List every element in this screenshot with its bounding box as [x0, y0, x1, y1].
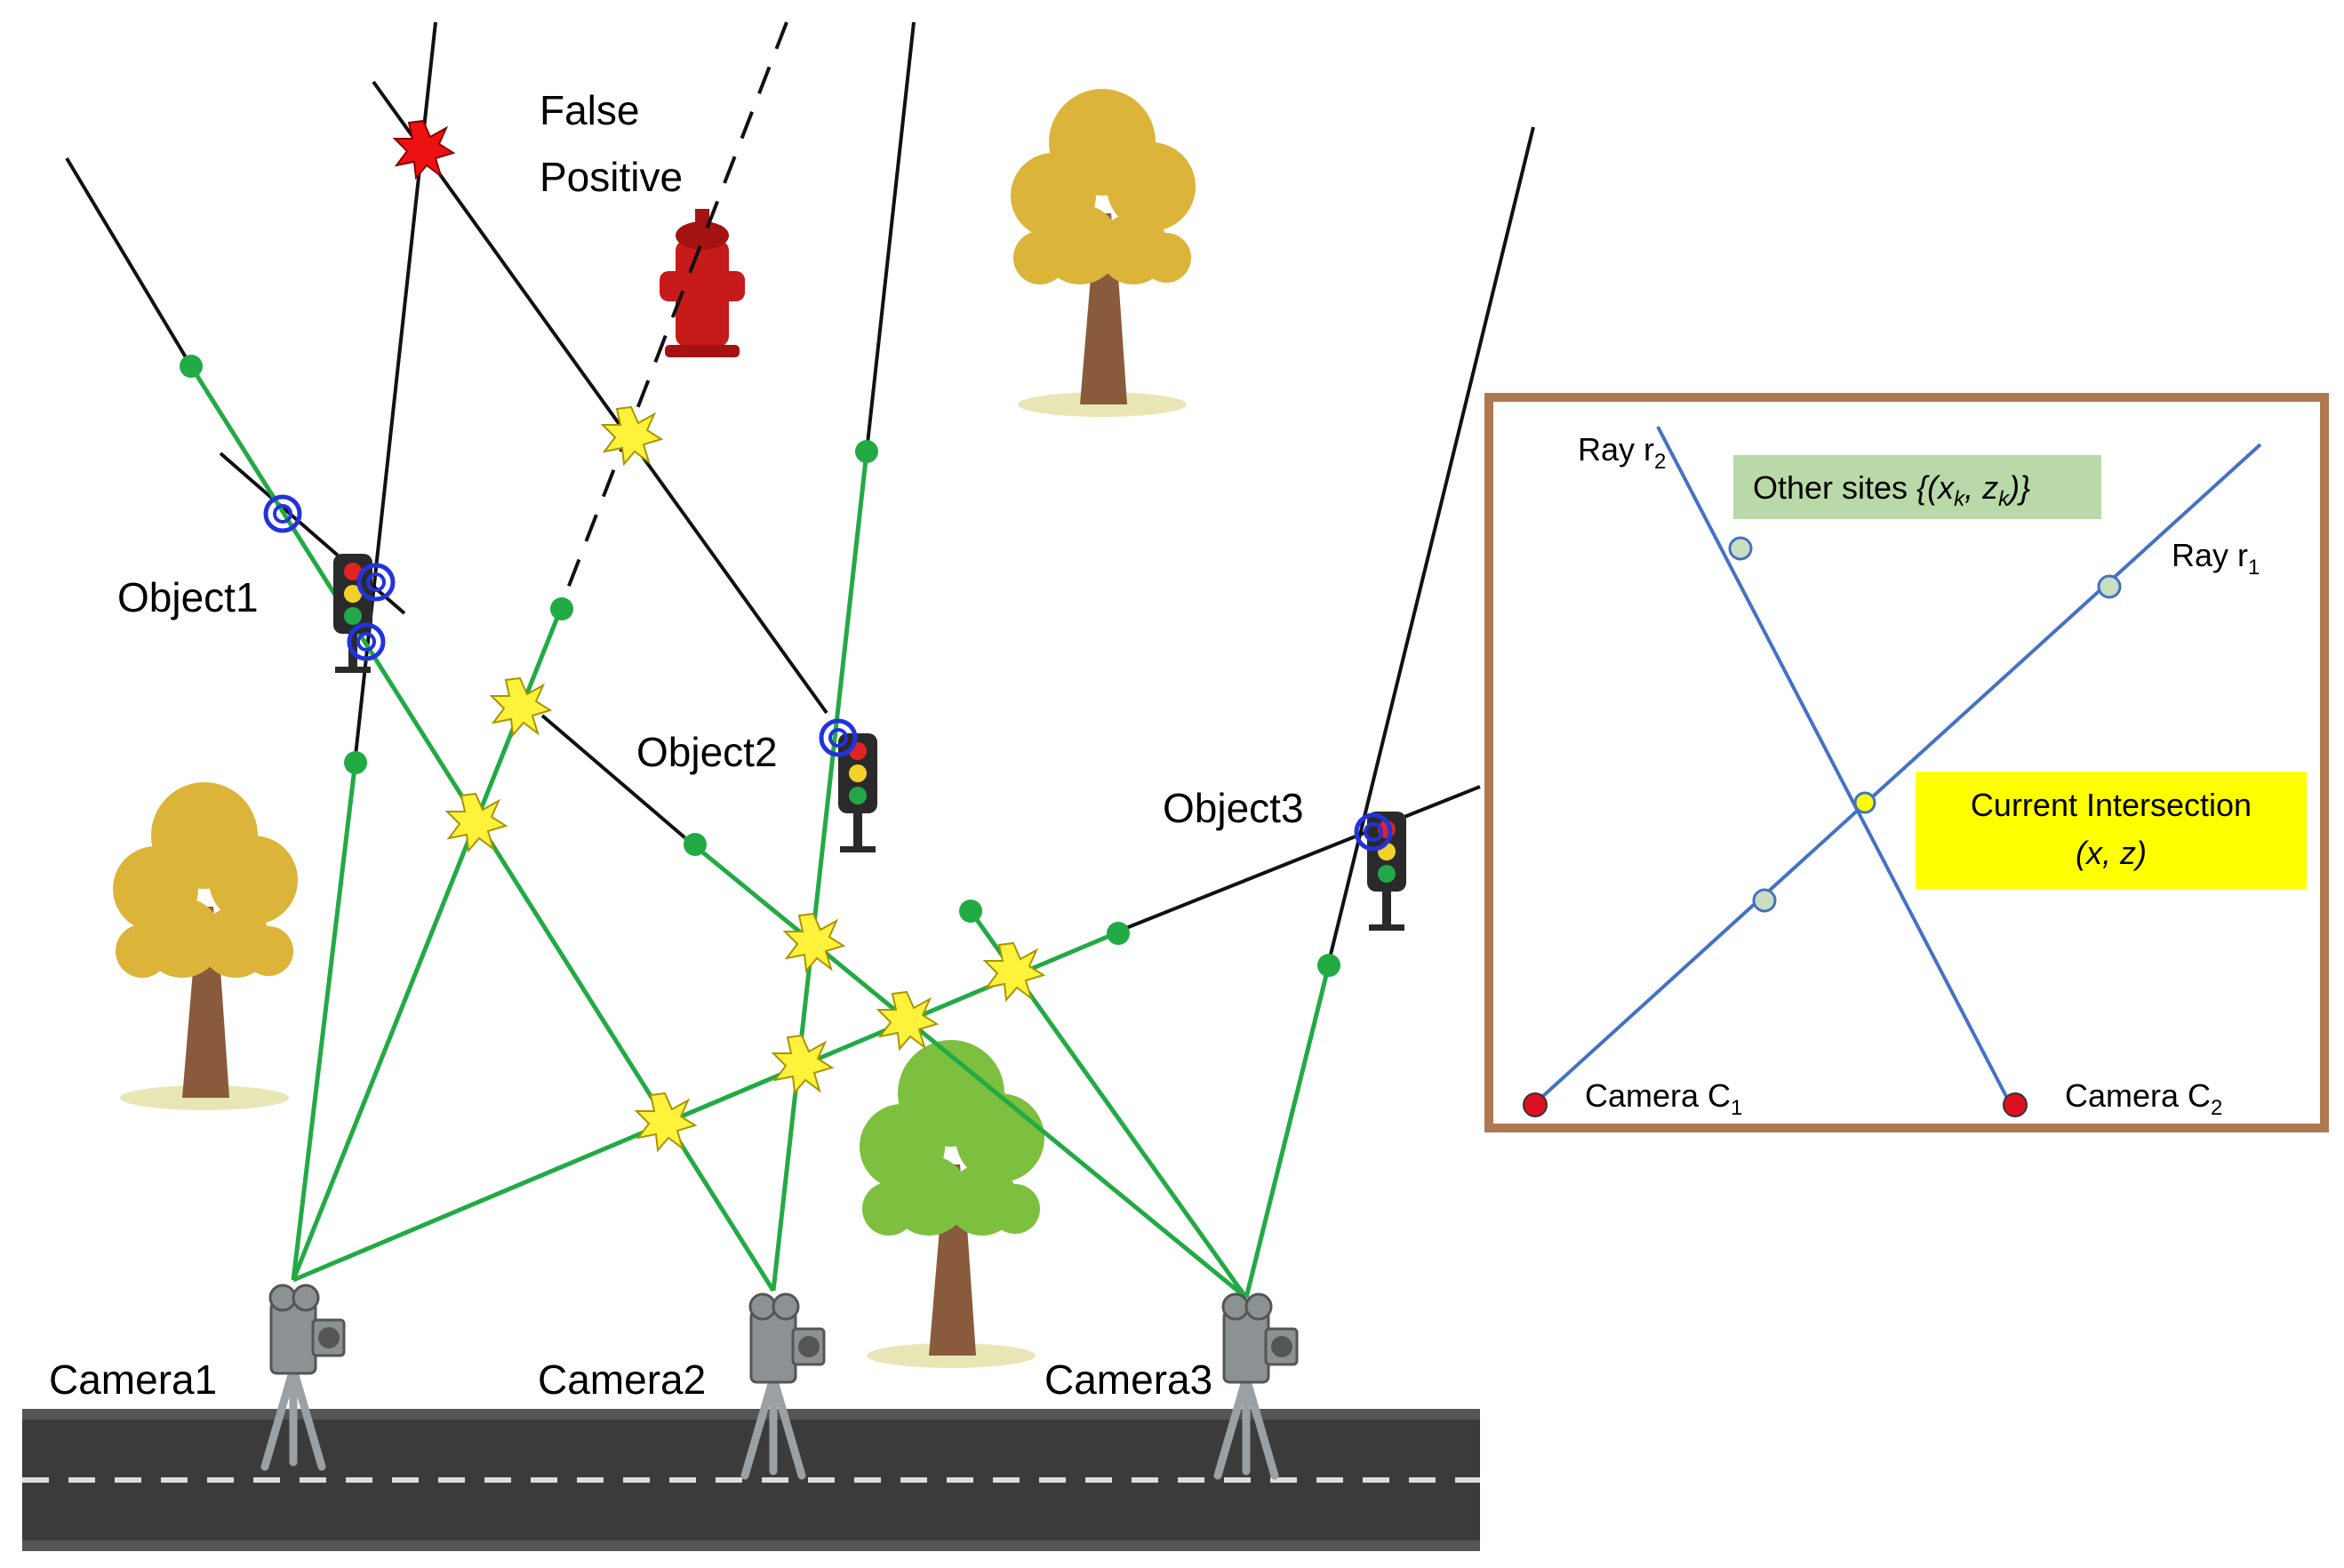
- false-positive-star: [392, 119, 456, 180]
- other-sites-label: Other sites {(xk, zk)}: [1753, 469, 2030, 511]
- fire-hydrant-icon: [660, 209, 745, 357]
- green-detection-dots: [180, 355, 1340, 977]
- tree-icon: [1011, 89, 1196, 417]
- object2-label: Object2: [636, 729, 778, 775]
- object1-label: Object1: [117, 574, 259, 620]
- false-positive-label: Positive: [540, 154, 683, 200]
- object3-label: Object3: [1163, 785, 1304, 831]
- road-icon: [22, 1409, 1480, 1551]
- ray-r2-label: Ray r2: [1578, 431, 1666, 474]
- other-sites-box: [1733, 455, 2101, 519]
- camera-c2-label: Camera C2: [2065, 1077, 2222, 1120]
- current-intersection-box: [1916, 772, 2307, 889]
- green-rays: [188, 364, 1332, 1300]
- black-rays: [65, 21, 1535, 963]
- intersection-stars: [444, 405, 1046, 1153]
- intersection-inset-panel: Other sites {(xk, zk)} Current Intersect…: [1484, 393, 2329, 1132]
- false-positive-label: False: [540, 87, 639, 133]
- camera3-label: Camera3: [1044, 1356, 1212, 1403]
- camera-c2-dot: [2003, 1092, 2028, 1117]
- false-positive-ray: [558, 21, 788, 610]
- camera2-label: Camera2: [538, 1356, 706, 1403]
- camera-c1-label: Camera C1: [1585, 1077, 1742, 1120]
- current-intersection-label: Current Intersection: [1971, 787, 2252, 823]
- camera1-label: Camera1: [49, 1356, 217, 1403]
- traffic-light-icon: [838, 733, 877, 852]
- camera-c1-dot: [1523, 1092, 1548, 1117]
- tree-icon: [860, 1040, 1044, 1368]
- current-intersection-dot: [1853, 791, 1876, 814]
- ray-r1-label: Ray r1: [2172, 537, 2260, 580]
- traffic-light-icon: [1367, 812, 1406, 931]
- current-intersection-coords: (x, z): [2076, 835, 2147, 871]
- tree-icon: [113, 782, 298, 1110]
